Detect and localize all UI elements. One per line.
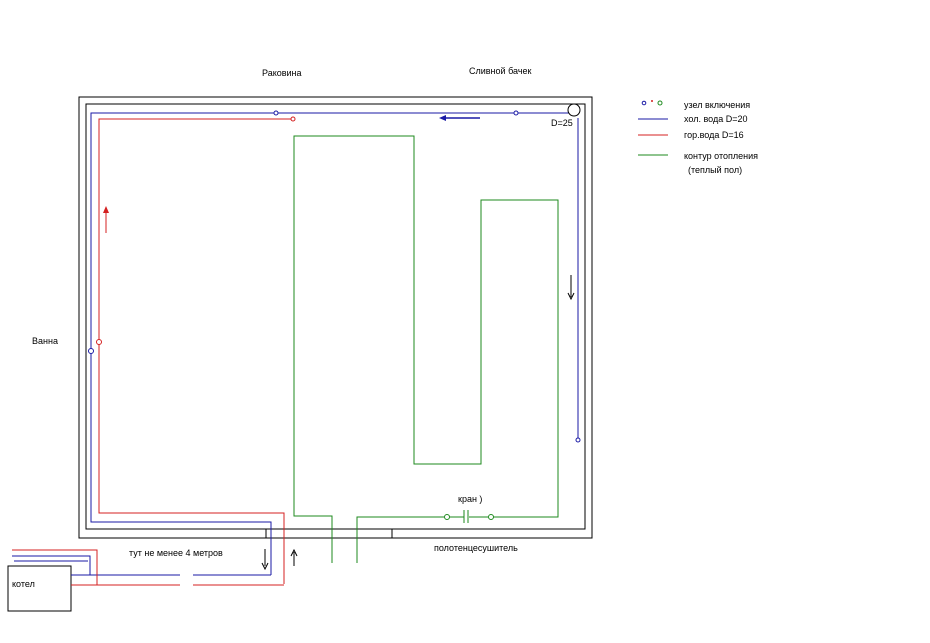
hot-node xyxy=(290,116,296,122)
cold-node xyxy=(513,110,519,116)
hot-water-pipe-feed xyxy=(12,549,180,586)
legend-node-label: узел включения xyxy=(684,100,750,110)
room-inner-wall xyxy=(85,103,586,530)
cold-water-pipe xyxy=(90,112,570,575)
legend-node-green xyxy=(657,100,663,106)
room-outer-wall xyxy=(78,96,593,539)
cold-water-pipe-feed xyxy=(12,555,180,576)
cold-node xyxy=(88,348,94,354)
boiler-box xyxy=(7,565,72,612)
flow-arrow-hot-up-head xyxy=(103,206,109,213)
sink-label: Раковина xyxy=(262,68,302,78)
legend-node-red xyxy=(651,100,653,102)
towel-dryer-label: полотенцесушитель xyxy=(434,543,518,553)
heating-node xyxy=(488,514,494,520)
legend-heating-note: (теплый пол) xyxy=(688,165,742,175)
legend-hot-label: гор.вода D=16 xyxy=(684,130,744,140)
cold-node xyxy=(273,110,279,116)
legend: узел включения хол. вода D=20 гор.вода D… xyxy=(638,100,758,175)
hot-water-pipe xyxy=(98,118,292,584)
bath-label: Ванна xyxy=(32,336,58,346)
heating-circuit xyxy=(293,135,559,563)
riser-node xyxy=(567,103,581,117)
heating-circuit xyxy=(356,516,444,563)
legend-node-blue xyxy=(641,100,647,106)
flow-arrow-down-head xyxy=(567,292,575,301)
legend-cold-label: хол. вода D=20 xyxy=(684,114,747,124)
boiler-label: котел xyxy=(12,579,35,589)
legend-heating-label: контур отопления xyxy=(684,151,758,161)
valve-label: кран ) xyxy=(458,494,482,504)
flow-arrow-riser-down-head xyxy=(261,562,269,571)
cold-node xyxy=(575,437,581,443)
heating-node xyxy=(444,514,450,520)
diameter-label: D=25 xyxy=(551,118,573,128)
flow-arrow-cold-left-head xyxy=(439,115,446,121)
flow-arrow-riser-up-head xyxy=(290,548,298,557)
distance-note: тут не менее 4 метров xyxy=(129,548,223,558)
hot-node xyxy=(96,339,102,345)
tank-label: Сливной бачек xyxy=(469,66,532,76)
